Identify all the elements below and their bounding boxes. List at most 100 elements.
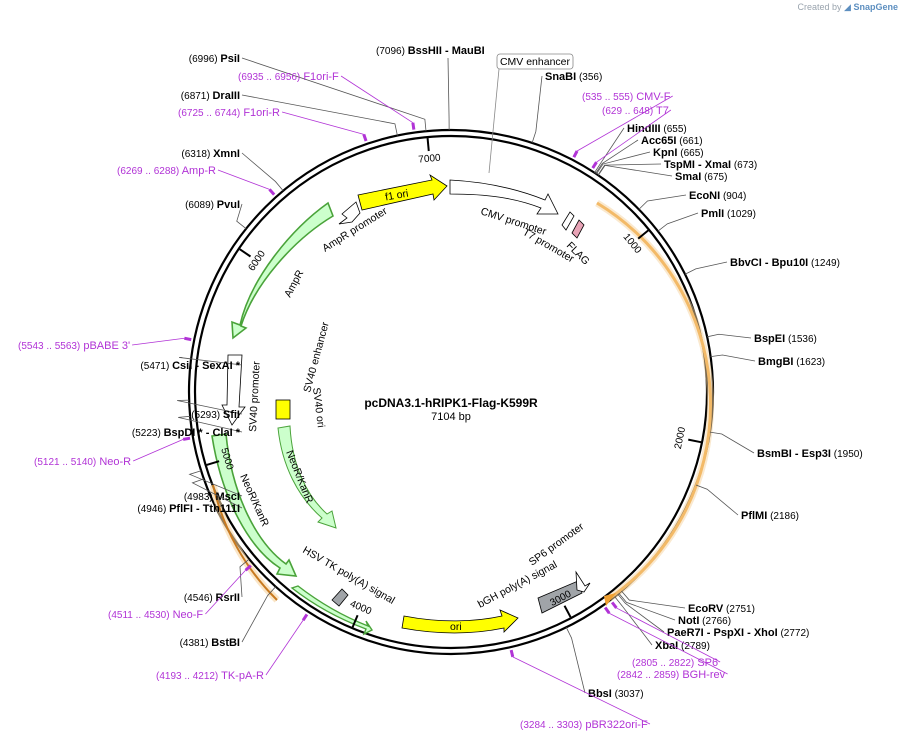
site-position: (1950) xyxy=(834,449,863,460)
site-position: (4546) xyxy=(184,593,213,604)
site-position: (4381) xyxy=(180,638,209,649)
primer-position: (6269 .. 6288) xyxy=(117,166,179,177)
site-enzyme-name: PflMI xyxy=(741,510,767,522)
feature-neor-lower-arc xyxy=(290,585,374,636)
credit-brand: SnapGene xyxy=(853,2,898,12)
site-leader-line xyxy=(621,590,686,609)
site-leader-line xyxy=(707,333,752,339)
tick-label: 2000 xyxy=(673,426,688,450)
site-enzyme-name: PmlI xyxy=(701,208,724,220)
tick-mark xyxy=(239,248,252,258)
tick-mark xyxy=(206,460,220,466)
site-enzyme-name: PvuI xyxy=(217,199,240,211)
site-position: (2186) xyxy=(770,511,799,522)
site-enzyme-name: SfiI xyxy=(223,409,240,421)
site-enzyme-name: SmaI xyxy=(675,171,701,183)
site-separator: - xyxy=(762,257,772,269)
site-enzyme-name: BstBI xyxy=(211,637,240,649)
tick-mark xyxy=(637,229,649,240)
primer-leader-line xyxy=(281,111,364,135)
site-group: (7096) BssHII - MauBI(6996) PsiI(6871) D… xyxy=(132,45,863,700)
site-enzyme-name: MauBI xyxy=(452,45,485,57)
site-leader-line xyxy=(178,415,243,433)
site-position: (2766) xyxy=(702,616,731,627)
site-position: (2789) xyxy=(681,641,710,652)
primer-leader-line xyxy=(609,612,728,675)
feature-label-sv40-promoter: SV40 promoter xyxy=(247,361,263,433)
restriction-site-label: BspEI (1536) xyxy=(754,333,817,345)
site-leader-line xyxy=(597,164,673,177)
site-enzyme-name: ClaI * xyxy=(212,427,240,439)
restriction-site-label: KpnI (665) xyxy=(653,147,704,159)
primer-name: TK-pA-R xyxy=(221,670,264,682)
site-enzyme-name: Tth111I xyxy=(203,503,240,515)
site-enzyme-name: KpnI xyxy=(653,147,677,159)
primer-leader-line xyxy=(576,95,673,152)
primer-leader-line xyxy=(596,109,672,163)
primer-label: (6935 .. 6956) F1ori-F xyxy=(238,71,339,83)
insert-arc xyxy=(596,201,713,600)
site-enzyme-name: PflFI xyxy=(169,503,193,515)
site-position: (6089) xyxy=(185,200,214,211)
primer-mark xyxy=(509,649,515,658)
credit-prefix: Created by xyxy=(797,2,842,12)
primer-leader-line xyxy=(265,620,304,676)
primer-leader-line xyxy=(512,656,651,725)
feature-label-f1-ori: f1 ori xyxy=(384,188,409,204)
feature-sv40-ori xyxy=(275,399,291,420)
feature-label-ampr: AmpR xyxy=(282,268,306,300)
site-position: (6871) xyxy=(181,91,210,102)
site-enzyme-name: NotI xyxy=(678,615,699,627)
primer-mark xyxy=(591,161,598,169)
restriction-site-label: (6996) PsiI xyxy=(189,53,240,65)
restriction-site-label: (5471) CsiI - SexAI * xyxy=(140,360,240,372)
site-enzyme-name: XbaI xyxy=(655,640,678,652)
restriction-site-label: Acc65I (661) xyxy=(641,135,703,147)
tick-mark xyxy=(426,137,430,152)
site-leader-line xyxy=(618,592,676,621)
restriction-site-label: (4983) MscI xyxy=(184,491,240,503)
restriction-site-label: NotI (2766) xyxy=(678,615,731,627)
site-position: (4983) xyxy=(184,492,213,503)
site-enzyme-name: PspXI xyxy=(713,627,744,639)
site-position: (3037) xyxy=(615,689,644,700)
tick-mark xyxy=(688,438,702,444)
site-position: (2751) xyxy=(726,604,755,615)
site-enzyme-name: SnaBI xyxy=(545,71,576,83)
feature-label-neor-inner: NeoR/KanR xyxy=(283,449,315,506)
primer-mark xyxy=(244,564,252,572)
primer-mark xyxy=(182,436,191,441)
site-position: (661) xyxy=(679,136,702,147)
primer-name: T7 xyxy=(656,105,669,117)
site-position: (4946) xyxy=(137,504,166,515)
site-enzyme-name: BbsI xyxy=(588,688,612,700)
plasmid-name: pcDNA3.1-hRIPK1-Flag-K599R xyxy=(364,396,538,410)
restriction-site-label: (6318) XmnI xyxy=(181,148,240,160)
primer-position: (5543 .. 5563) xyxy=(18,341,80,352)
primer-mark xyxy=(184,336,192,342)
feature-hsv-tk-polya xyxy=(331,588,349,607)
site-leader-line xyxy=(617,593,665,633)
site-separator: - xyxy=(695,159,705,171)
site-enzyme-name: BspDI * xyxy=(164,427,204,439)
site-enzyme-name: XmaI xyxy=(705,159,731,171)
site-enzyme-name: TspMI xyxy=(664,159,695,171)
backbone-inner xyxy=(193,134,709,650)
feature-t7-arrow xyxy=(561,211,575,231)
primer-label: (5543 .. 5563) pBABE 3' xyxy=(18,340,130,352)
site-separator: - xyxy=(193,503,203,515)
site-position: (673) xyxy=(734,160,757,171)
primer-leader-line xyxy=(133,439,184,462)
site-leader-line xyxy=(596,151,651,175)
site-leader-line xyxy=(710,354,756,362)
site-separator: - xyxy=(442,45,452,57)
cmv-enhancer-leader xyxy=(488,68,500,174)
primer-position: (3284 .. 3303) xyxy=(520,720,582,731)
site-position: (6318) xyxy=(181,149,210,160)
feature-label-cmv-enhancer: CMV enhancer xyxy=(500,56,571,68)
feature-flag xyxy=(571,219,585,239)
primer-name: CMV-F xyxy=(636,91,671,103)
primer-label: (535 .. 555) CMV-F xyxy=(582,91,671,103)
site-leader-line xyxy=(684,261,728,275)
